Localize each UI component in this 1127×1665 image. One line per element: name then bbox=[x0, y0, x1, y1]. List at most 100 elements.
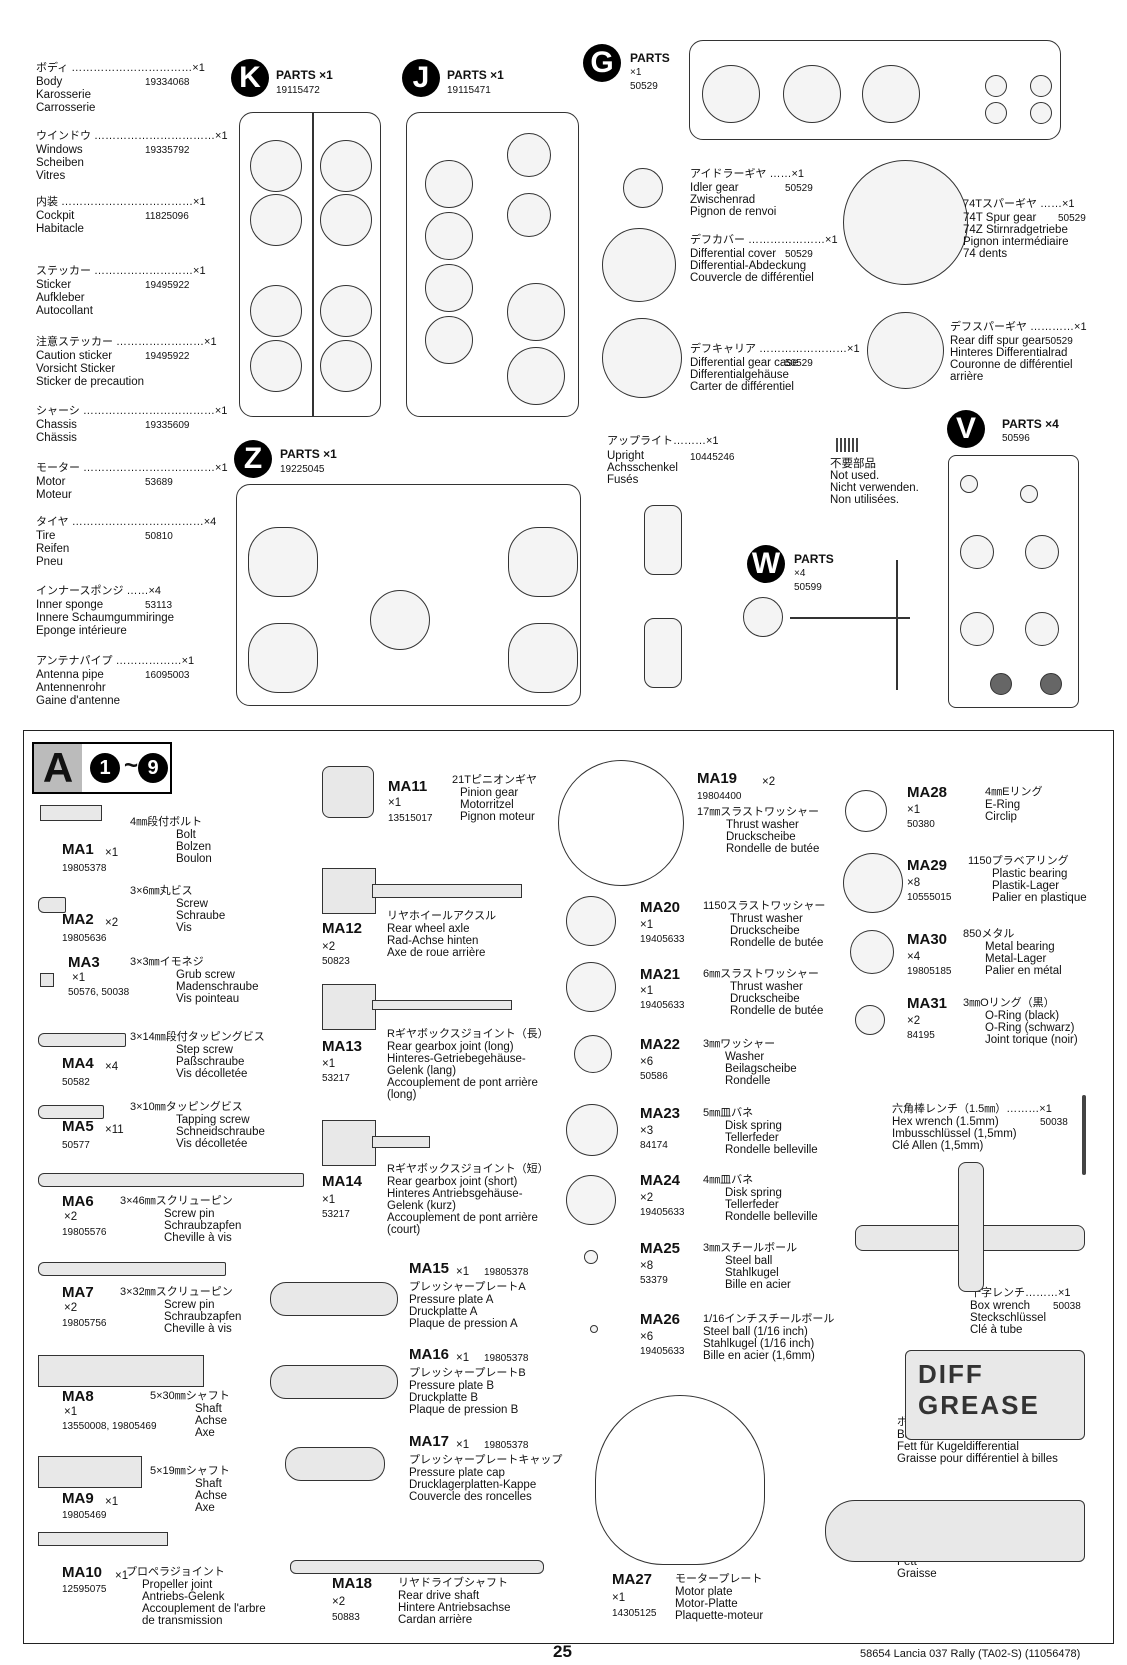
washer-drawing bbox=[566, 896, 616, 946]
ma-name: Gelenk (lang) bbox=[387, 1065, 457, 1077]
upright-name: Achsschenkel bbox=[607, 462, 678, 474]
ma-code: 50577 bbox=[62, 1140, 90, 1151]
g-part-name: Idler gear bbox=[690, 182, 739, 194]
rear-diff-spur-gear-drawing bbox=[867, 312, 944, 389]
ma-qty: ×11 bbox=[105, 1124, 124, 1136]
ma-id: MA21 bbox=[640, 966, 681, 983]
ma-name: Motor plate bbox=[675, 1586, 733, 1598]
ma-jp: 3×32㎜スクリューピン bbox=[120, 1286, 233, 1298]
ma-id: MA13 bbox=[322, 1038, 363, 1055]
screw-pin-46-drawing bbox=[38, 1173, 304, 1187]
thrust-washer-17-drawing bbox=[558, 760, 684, 886]
g-part-name: Couronne de différentiel bbox=[950, 359, 1073, 371]
ma-name: Axe bbox=[195, 1427, 215, 1439]
ma-jp: プロペラジョイント bbox=[126, 1566, 225, 1578]
v-part bbox=[1040, 673, 1062, 695]
g-part-name: Differential-Abdeckung bbox=[690, 260, 807, 272]
ma-name: Pinion gear bbox=[460, 787, 519, 799]
ma-qty: ×1 bbox=[72, 972, 86, 984]
part-name-jp: 注意ステッカー ……………………×1 bbox=[36, 336, 217, 348]
ma-name: O-Ring (black) bbox=[985, 1010, 1060, 1022]
ma-name: Antriebs-Gelenk bbox=[142, 1591, 225, 1603]
ma-name: Stahlkugel bbox=[725, 1267, 779, 1279]
lamp-part bbox=[507, 283, 565, 341]
ma-name: Rondelle de butée bbox=[730, 1005, 824, 1017]
part-name: Pneu bbox=[36, 556, 63, 568]
ma-name: Tellerfeder bbox=[725, 1199, 779, 1211]
ma-id: MA9 bbox=[62, 1490, 94, 1507]
ma-code: 19405633 bbox=[640, 1346, 685, 1357]
ma-qty: ×1 bbox=[456, 1352, 470, 1364]
v-part bbox=[1025, 535, 1059, 569]
step-from: 1 bbox=[90, 753, 120, 783]
ma-name: Palier en métal bbox=[985, 965, 1062, 977]
part-name: Motor bbox=[36, 476, 66, 488]
not-used-text: Not used. bbox=[830, 470, 880, 482]
part-name: Scheiben bbox=[36, 157, 84, 169]
ma-name: Schraube bbox=[176, 910, 226, 922]
ma-qty: ×3 bbox=[640, 1125, 654, 1137]
part-code: 19335792 bbox=[145, 145, 190, 156]
upright-drawing bbox=[644, 618, 682, 688]
ma-name: Boulon bbox=[176, 853, 212, 865]
part-name: Carrosserie bbox=[36, 102, 96, 114]
ma-id: MA27 bbox=[612, 1571, 653, 1588]
g-part-name: 74 dents bbox=[963, 248, 1008, 260]
idler-gear-drawing bbox=[623, 168, 663, 208]
ma-id: MA8 bbox=[62, 1388, 94, 1405]
ma-name: Propeller joint bbox=[142, 1579, 213, 1591]
ma-jp: 1/16インチスチールボール bbox=[703, 1313, 835, 1325]
part-code: 50810 bbox=[145, 531, 173, 542]
part-name: Vitres bbox=[36, 170, 66, 182]
motor-plate-drawing bbox=[595, 1395, 765, 1565]
ma-name: Vis décolletée bbox=[176, 1138, 248, 1150]
ma-code: 19805378 bbox=[484, 1267, 529, 1278]
ma-name: Screw pin bbox=[164, 1208, 215, 1220]
part-name: Caution sticker bbox=[36, 350, 113, 362]
tool-name: Clé à tube bbox=[970, 1324, 1023, 1336]
w-runner bbox=[790, 617, 910, 619]
tool-name: Fett für Kugeldifferential bbox=[897, 1441, 1019, 1453]
ma-name: Washer bbox=[725, 1051, 765, 1063]
ma-name: Druckscheibe bbox=[730, 925, 800, 937]
ma-name: Plaque de pression A bbox=[409, 1318, 518, 1330]
part-code: 53689 bbox=[145, 477, 173, 488]
ma-name: Joint torique (noir) bbox=[985, 1034, 1078, 1046]
hex-wrench-drawing bbox=[1082, 1095, 1086, 1175]
upright-jp: アップライト………×1 bbox=[607, 435, 719, 447]
ma-id: MA3 bbox=[68, 954, 100, 971]
ma-name: Cardan arrière bbox=[398, 1614, 473, 1626]
v-part bbox=[960, 475, 978, 493]
ma-name: Axe de roue arrière bbox=[387, 947, 486, 959]
sprue-j-title: PARTS ×1 bbox=[447, 68, 504, 82]
lamp-part bbox=[425, 316, 473, 364]
ma-jp: 1150プラベアリング bbox=[968, 855, 1069, 867]
gear-part bbox=[783, 65, 841, 123]
ma-jp: Rギヤボックスジョイント（長） bbox=[387, 1028, 549, 1040]
g-part-name: Couvercle de différentiel bbox=[690, 272, 814, 284]
part-name: Reifen bbox=[36, 543, 70, 555]
ma-qty: ×2 bbox=[64, 1211, 78, 1223]
part-name: Chassis bbox=[36, 419, 77, 431]
ma-code: 13550008, 19805469 bbox=[62, 1421, 157, 1432]
ma-jp: 4㎜段付ボルト bbox=[130, 816, 203, 828]
ma-name: Rear wheel axle bbox=[387, 923, 470, 935]
ma-qty: ×1 bbox=[115, 1570, 129, 1582]
ma-name: Stahlkugel (1/16 inch) bbox=[703, 1338, 815, 1350]
ma-name: Cheville à vis bbox=[164, 1323, 232, 1335]
ma-code: 19805636 bbox=[62, 933, 107, 944]
upright-code: 10445246 bbox=[690, 452, 735, 463]
g-part-code: 50529 bbox=[785, 249, 813, 260]
ma-code: 19805469 bbox=[62, 1510, 107, 1521]
ma-qty: ×1 bbox=[322, 1194, 336, 1206]
g-part-name: Rear diff spur gear bbox=[950, 335, 1046, 347]
ma-name: Tellerfeder bbox=[725, 1132, 779, 1144]
ma-name: Accouplement de pont arrière bbox=[387, 1077, 538, 1089]
ma-id: MA10 bbox=[62, 1564, 103, 1581]
sprue-g-code: 50529 bbox=[630, 81, 658, 92]
ma-id: MA23 bbox=[640, 1105, 681, 1122]
ma-code: 19405633 bbox=[640, 934, 685, 945]
ma-qty: ×6 bbox=[640, 1056, 654, 1068]
ma-name: Plastik-Lager bbox=[992, 880, 1060, 892]
tool-name: Graisse bbox=[897, 1568, 937, 1580]
